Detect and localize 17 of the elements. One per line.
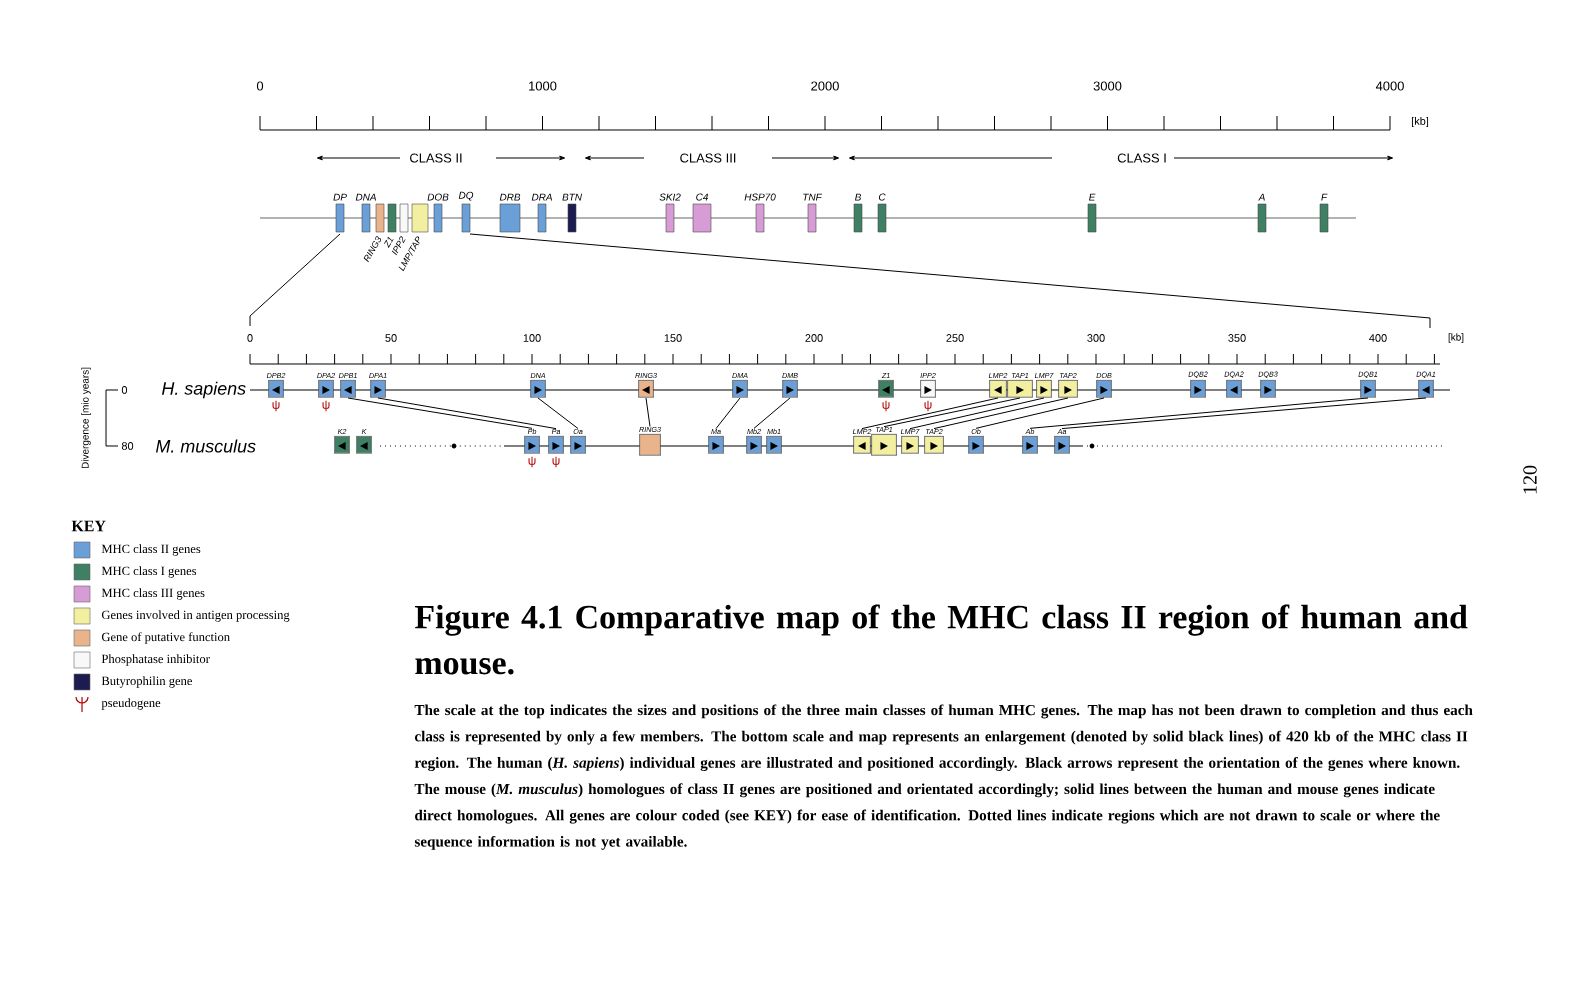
homology-line — [1029, 397, 1369, 429]
homology-line — [933, 397, 1069, 430]
page-number: 120 — [1523, 465, 1537, 494]
homology-line — [861, 397, 999, 430]
homology-line — [347, 397, 533, 429]
homology-line — [883, 397, 1021, 428]
homology-line — [377, 397, 557, 430]
figure-title: Figure 4.1 Comparative map of the MHC class II region of human and mouse. — [415, 604, 1468, 675]
species-label: M. musculus — [156, 439, 256, 453]
homology-line — [1061, 397, 1427, 430]
homology-line — [753, 397, 791, 429]
homology-line — [537, 397, 579, 429]
homology-line — [975, 397, 1105, 429]
species-label: H. sapiens — [162, 381, 246, 399]
homology-line — [715, 397, 741, 430]
homology-line — [645, 397, 651, 427]
homology-line — [909, 397, 1045, 430]
